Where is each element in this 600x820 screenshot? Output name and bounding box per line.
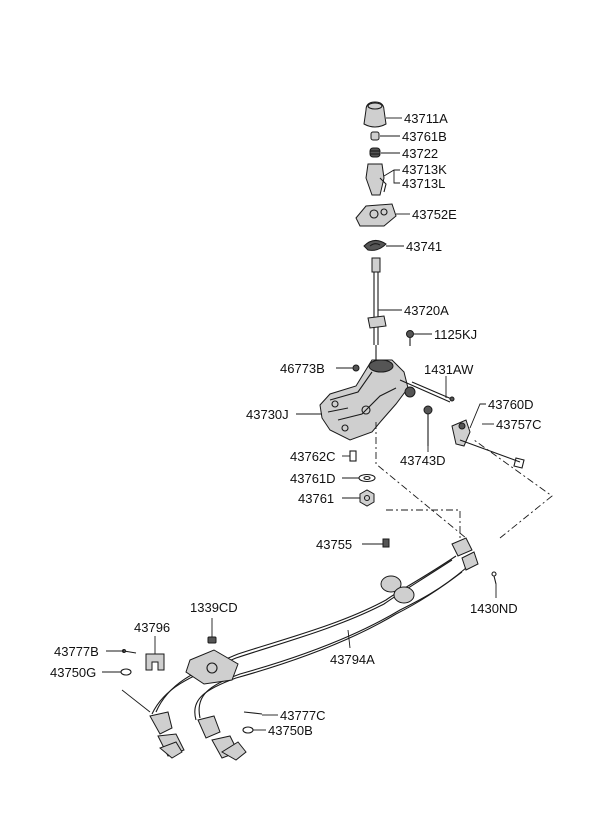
knob-bushing [370, 131, 380, 141]
label-43755: 43755 [316, 537, 352, 552]
label-1430ND: 1430ND [470, 601, 518, 616]
label-43761D: 43761D [290, 471, 336, 486]
shift-cable-assembly [149, 537, 479, 761]
shift-housing [319, 359, 451, 441]
label-43711A: 43711A [404, 111, 448, 126]
lever-43743d [423, 405, 433, 446]
leader-lines [102, 117, 497, 731]
label-43752E: 43752E [412, 207, 457, 222]
label-43730J: 43730J [246, 407, 289, 422]
mounting-plate-1339cd [185, 636, 239, 685]
washer-43750g [120, 668, 132, 676]
clip-46773b [352, 364, 360, 372]
bolt-1125kj [406, 330, 414, 346]
spring [369, 147, 381, 158]
grommet-ring [363, 240, 387, 251]
label-43750G: 43750G [50, 665, 96, 680]
label-1125KJ: 1125KJ [434, 327, 477, 342]
clip-43796 [145, 653, 165, 671]
label-43720A: 43720A [404, 303, 449, 318]
label-43777B: 43777B [54, 644, 99, 659]
label-1431AW: 1431AW [424, 362, 474, 377]
bracket-43760d [451, 419, 525, 469]
boot-retainer [355, 203, 397, 227]
label-43796: 43796 [134, 620, 170, 635]
label-43713K: 43713K [402, 162, 447, 177]
label-43741: 43741 [406, 239, 442, 254]
washer-43761d [358, 473, 376, 483]
pin-43777b [122, 649, 137, 654]
pin-1431aw [411, 381, 455, 402]
label-43757C: 43757C [496, 417, 542, 432]
label-43762C: 43762C [290, 449, 336, 464]
pin-43762c [349, 450, 357, 462]
nut-43761 [359, 489, 375, 507]
label-43777C: 43777C [280, 708, 326, 723]
part-labels: 43711A 43761B 43722 43713K 43713L 43752E… [50, 111, 542, 738]
washer-43750b [242, 726, 254, 734]
pin-1430nd [491, 571, 497, 585]
label-46773B: 46773B [280, 361, 325, 376]
knob-boot [365, 163, 387, 196]
clip-43755 [382, 538, 390, 548]
shift-knob [363, 101, 387, 128]
label-43750B: 43750B [268, 723, 313, 738]
label-43760D: 43760D [488, 397, 534, 412]
label-43761B: 43761B [402, 129, 447, 144]
label-43761: 43761 [298, 491, 334, 506]
label-43713L: 43713L [402, 176, 445, 191]
shift-lever [367, 257, 387, 362]
label-43722: 43722 [402, 146, 438, 161]
label-1339CD: 1339CD [190, 600, 238, 615]
label-43743D: 43743D [400, 453, 446, 468]
label-43794A: 43794A [330, 652, 375, 667]
pin-43777c [243, 711, 263, 715]
